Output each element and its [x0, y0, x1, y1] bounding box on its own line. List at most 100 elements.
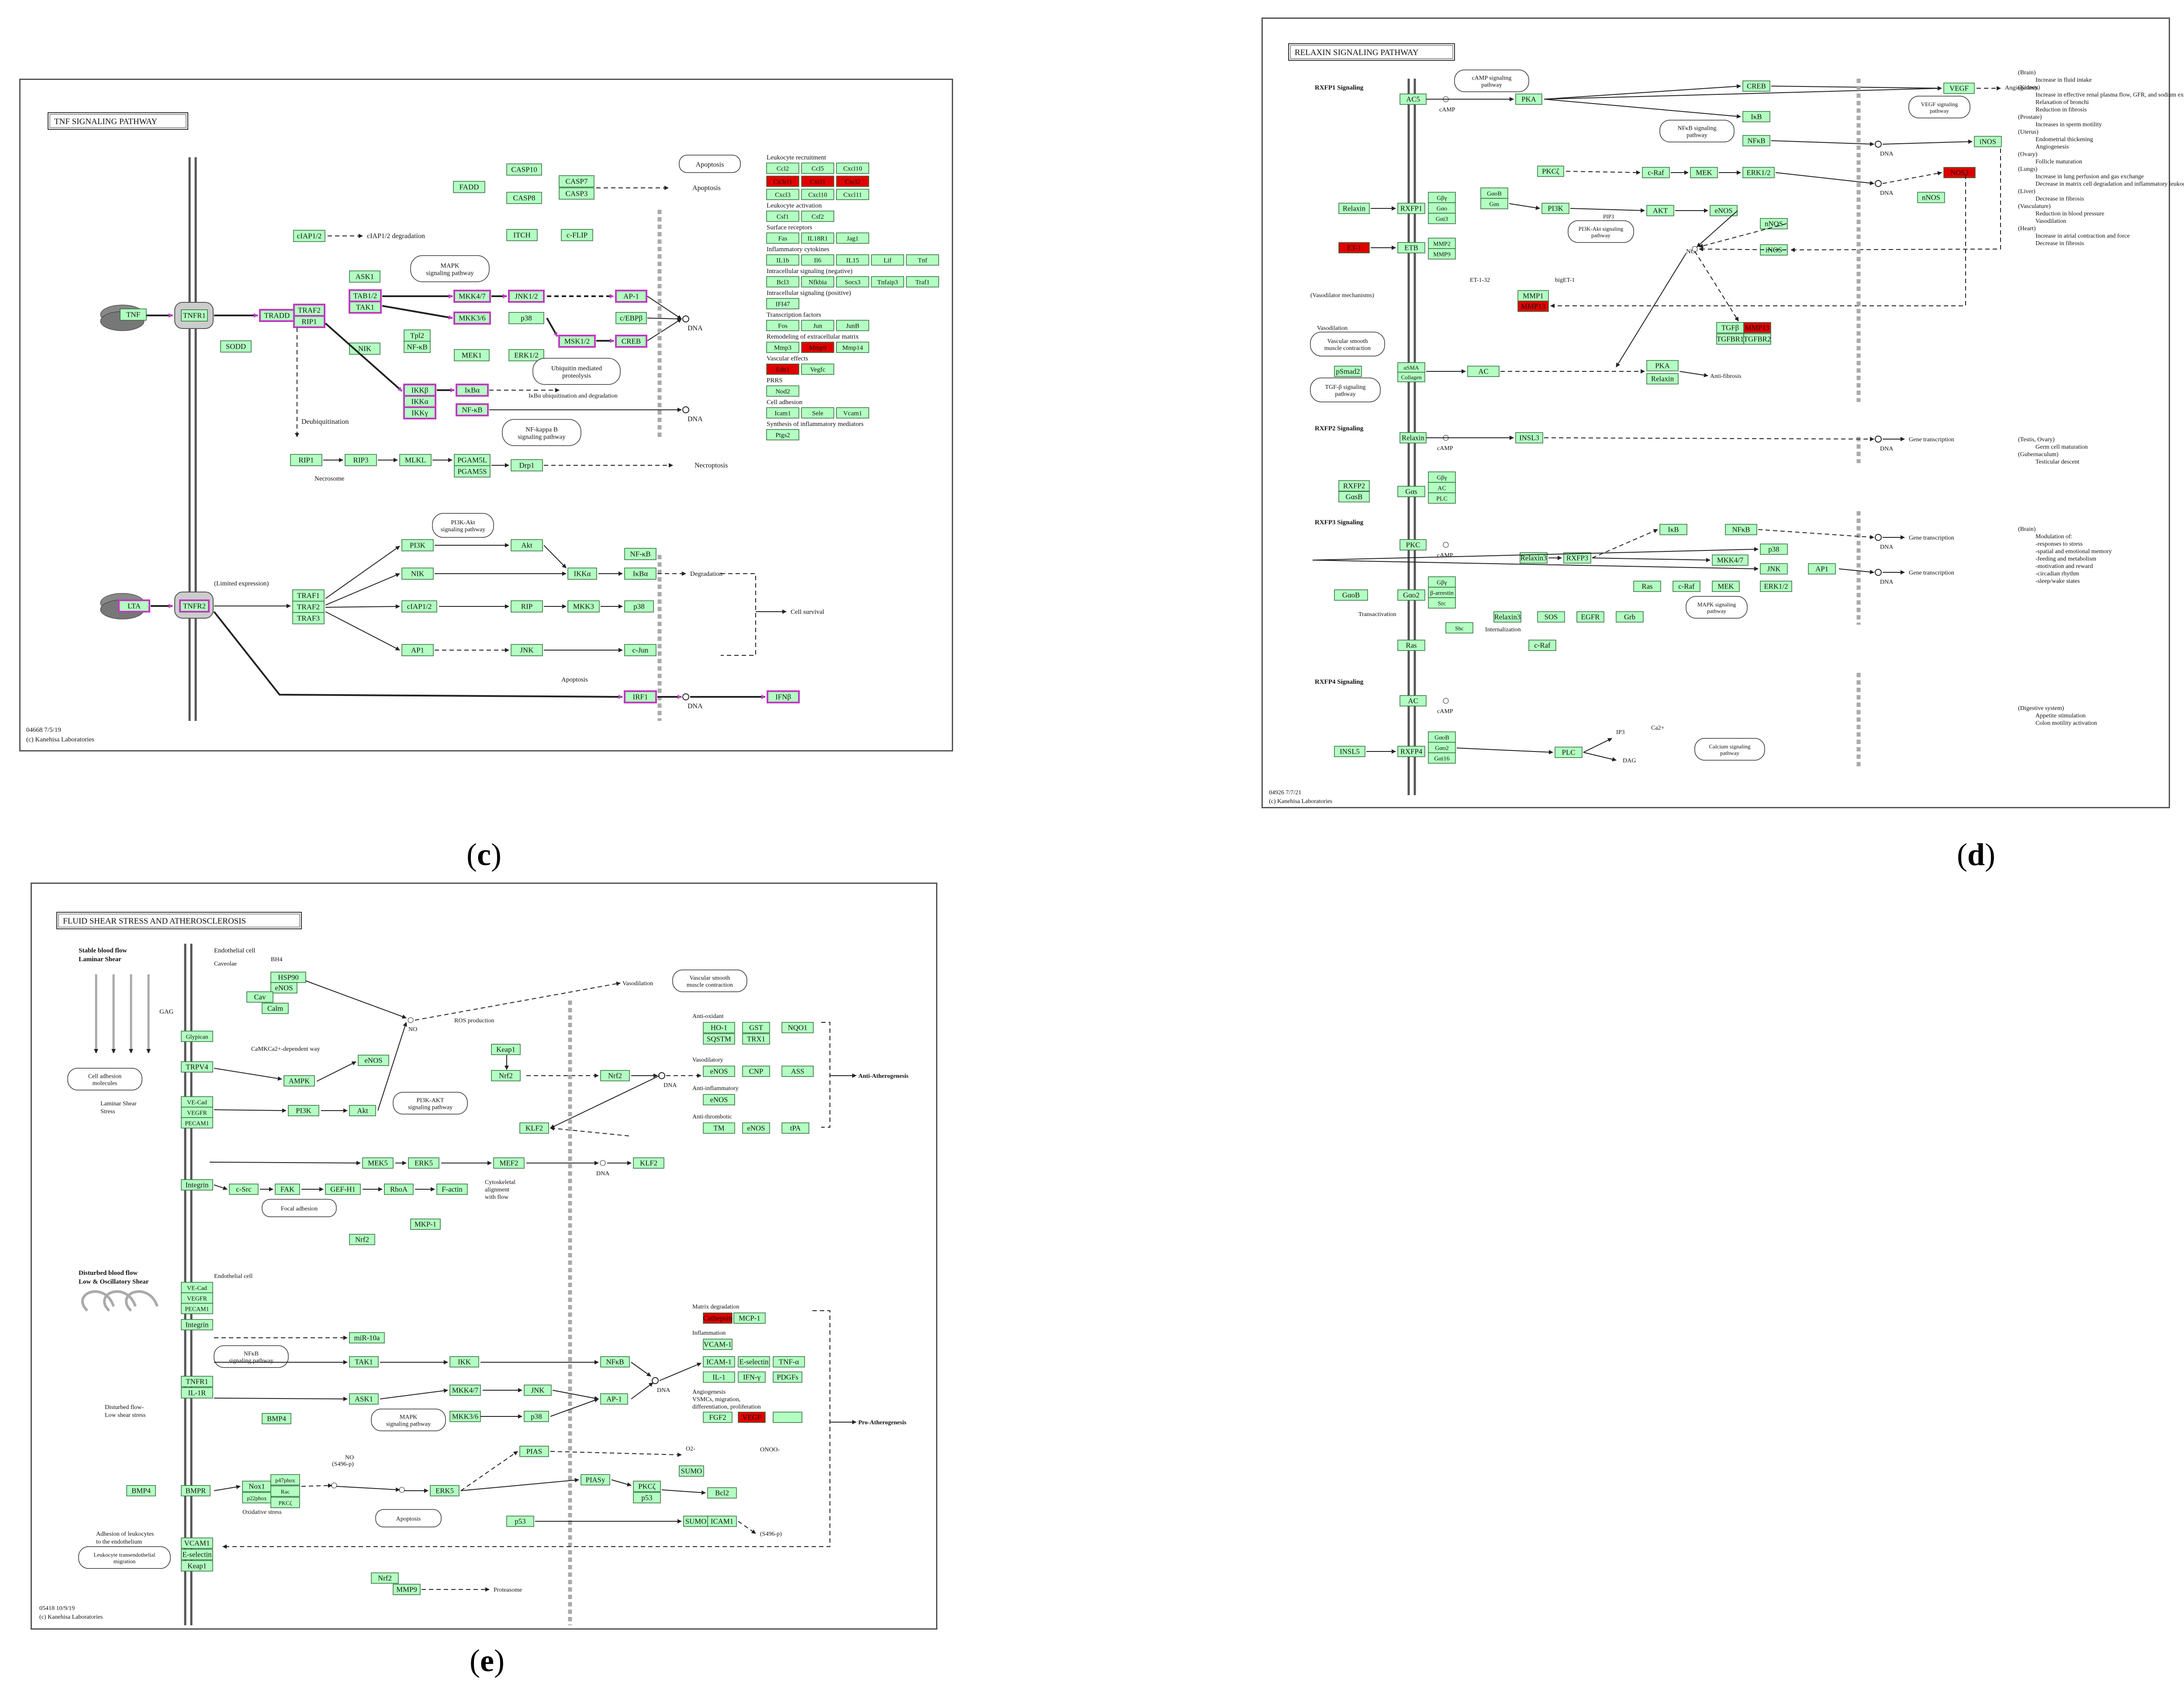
gene-box[interactable]: KLF2 — [519, 1122, 549, 1134]
gene-box[interactable]: PECAM1 — [181, 1303, 213, 1314]
gene-box[interactable]: Relaxin3 — [1493, 611, 1521, 623]
gene-box[interactable]: Src — [1428, 597, 1456, 609]
gene-box[interactable]: INSL3 — [1515, 432, 1543, 443]
gene-box[interactable]: αSMA — [1397, 362, 1425, 373]
gene-box[interactable]: RXFP3 — [1563, 552, 1591, 564]
gene-box[interactable]: E-selectin — [181, 1549, 213, 1560]
gene-box[interactable]: Fas — [766, 232, 799, 244]
gene-box[interactable]: MKP-1 — [410, 1219, 441, 1230]
gene-box[interactable]: IκB — [1742, 111, 1770, 122]
gene-box[interactable]: Cathepsin — [703, 1312, 733, 1324]
gene-box[interactable]: PIAS — [519, 1446, 549, 1457]
gene-box[interactable]: NOS3 — [1943, 167, 1976, 178]
gene-box[interactable]: Ptgs2 — [766, 429, 799, 440]
gene-box[interactable]: PLC — [1428, 492, 1456, 504]
gene-box[interactable]: cIAP1/2 — [401, 600, 437, 613]
gene-box[interactable]: PKCζ — [633, 1481, 661, 1492]
gene-box[interactable]: p38 — [1760, 544, 1788, 555]
gene-box[interactable]: MEK1 — [454, 349, 490, 361]
gene-box[interactable]: Nrf2 — [349, 1234, 375, 1245]
gene-box[interactable]: PI3K — [288, 1105, 319, 1116]
gene-box[interactable]: Mmp3 — [766, 342, 799, 353]
gene-box[interactable]: Relaxin — [1400, 432, 1427, 443]
gene-box[interactable]: IKK — [449, 1356, 479, 1367]
gene-box[interactable]: p38 — [524, 1411, 549, 1422]
gene-box[interactable]: MEF2 — [493, 1157, 525, 1169]
gene-box[interactable]: AC — [1428, 482, 1456, 493]
gene-box[interactable]: Relaxin — [1338, 203, 1370, 214]
gene-box[interactable]: Nfkbia — [801, 276, 834, 287]
gene-box[interactable]: SUMO — [679, 1465, 704, 1477]
gene-box[interactable]: HSP90 — [270, 972, 306, 983]
gene-box[interactable]: Cx3cl1 — [766, 176, 799, 187]
gene-box[interactable]: SQSTM — [703, 1033, 735, 1045]
gene-box[interactable]: Gβγ — [1428, 192, 1456, 203]
gene-box[interactable]: Keap1 — [181, 1560, 213, 1572]
gene-box[interactable]: Grb — [1616, 611, 1644, 623]
gene-box[interactable]: Akt — [511, 539, 543, 551]
gene-box[interactable]: TNF-α — [773, 1356, 805, 1367]
gene-box[interactable]: Akt — [349, 1105, 376, 1116]
gene-box[interactable]: RXFP4 — [1397, 746, 1425, 757]
gene-box[interactable]: TGFBR2 — [1743, 333, 1771, 345]
gene-box[interactable]: JNK1/2 — [508, 290, 545, 303]
gene-box[interactable]: AC — [1400, 695, 1427, 706]
gene-box[interactable]: NIK — [401, 568, 434, 580]
gene-box[interactable]: MMP13 — [1743, 322, 1771, 333]
gene-box[interactable]: ERK1/2 — [1742, 167, 1775, 178]
gene-box[interactable]: p53 — [506, 1516, 534, 1527]
gene-box[interactable]: FADD — [453, 181, 485, 193]
gene-box[interactable]: Gαo — [1428, 202, 1456, 214]
gene-box[interactable]: IFNβ — [767, 690, 800, 703]
gene-box[interactable]: GαsB — [1338, 491, 1370, 502]
gene-box[interactable]: TNFR1 — [181, 309, 208, 322]
gene-box[interactable]: ASS — [781, 1066, 814, 1077]
gene-box[interactable]: AC — [1467, 366, 1500, 377]
gene-box[interactable]: ERK1/2 — [508, 349, 544, 361]
gene-box[interactable]: AP-1 — [615, 290, 647, 303]
gene-box[interactable]: SUMO — [683, 1516, 708, 1527]
gene-box[interactable]: PKA — [1515, 93, 1542, 105]
gene-box[interactable]: JNK — [511, 644, 543, 656]
gene-box[interactable]: Glypican — [181, 1031, 213, 1042]
gene-box[interactable]: Lif — [871, 254, 904, 266]
gene-box[interactable]: ICAM-1 — [703, 1356, 735, 1367]
gene-box[interactable]: PGAM5S — [454, 465, 491, 478]
gene-box[interactable]: VEGFR — [181, 1107, 213, 1118]
gene-box[interactable]: TAK1 — [349, 301, 382, 314]
gene-box[interactable]: TNFR2 — [179, 599, 210, 613]
gene-box[interactable]: F-actin — [436, 1184, 468, 1195]
gene-box[interactable]: RXFP1 — [1397, 203, 1425, 214]
gene-box[interactable]: PLC — [1555, 747, 1583, 758]
gene-box[interactable]: Nrf2 — [600, 1070, 630, 1081]
gene-box[interactable]: RIP1 — [293, 315, 325, 328]
gene-box[interactable]: Gαs — [1397, 486, 1425, 497]
gene-box[interactable]: Cxcl2 — [836, 176, 869, 187]
gene-box[interactable]: Ccl5 — [801, 163, 834, 174]
gene-box[interactable]: NFκB — [600, 1356, 630, 1367]
gene-box[interactable]: CREB — [615, 335, 647, 348]
gene-box[interactable]: Integrin — [181, 1179, 213, 1191]
gene-box[interactable]: AC5 — [1400, 93, 1427, 105]
gene-box[interactable]: Mmp14 — [836, 342, 869, 353]
gene-box[interactable]: RXFP2 — [1338, 480, 1370, 492]
gene-box[interactable]: ERK1/2 — [1760, 581, 1792, 592]
gene-box[interactable]: c-FLIP — [561, 229, 593, 241]
gene-box[interactable]: Rac — [270, 1485, 300, 1497]
gene-box[interactable]: nNOS — [1917, 192, 1945, 203]
gene-box[interactable]: PECAM1 — [181, 1117, 213, 1129]
gene-box[interactable]: IFI47 — [766, 298, 799, 309]
gene-box[interactable]: Bcl3 — [766, 276, 799, 287]
gene-box[interactable]: Vcam1 — [836, 407, 869, 419]
gene-box[interactable]: Gαo2 — [1397, 589, 1425, 601]
gene-box[interactable]: c/EBPβ — [615, 312, 647, 324]
gene-box[interactable]: IL-1 — [703, 1371, 735, 1383]
gene-box[interactable]: tPA — [781, 1122, 809, 1134]
gene-box[interactable]: VCAM1 — [181, 1537, 213, 1549]
gene-box[interactable]: MSK1/2 — [558, 335, 596, 348]
gene-box[interactable]: p53 — [633, 1492, 661, 1503]
gene-box[interactable]: Shc — [1445, 622, 1473, 634]
gene-box[interactable]: IL1b — [766, 254, 799, 266]
gene-box[interactable]: p38 — [624, 600, 654, 613]
gene-box[interactable]: Gαi16 — [1428, 752, 1456, 764]
